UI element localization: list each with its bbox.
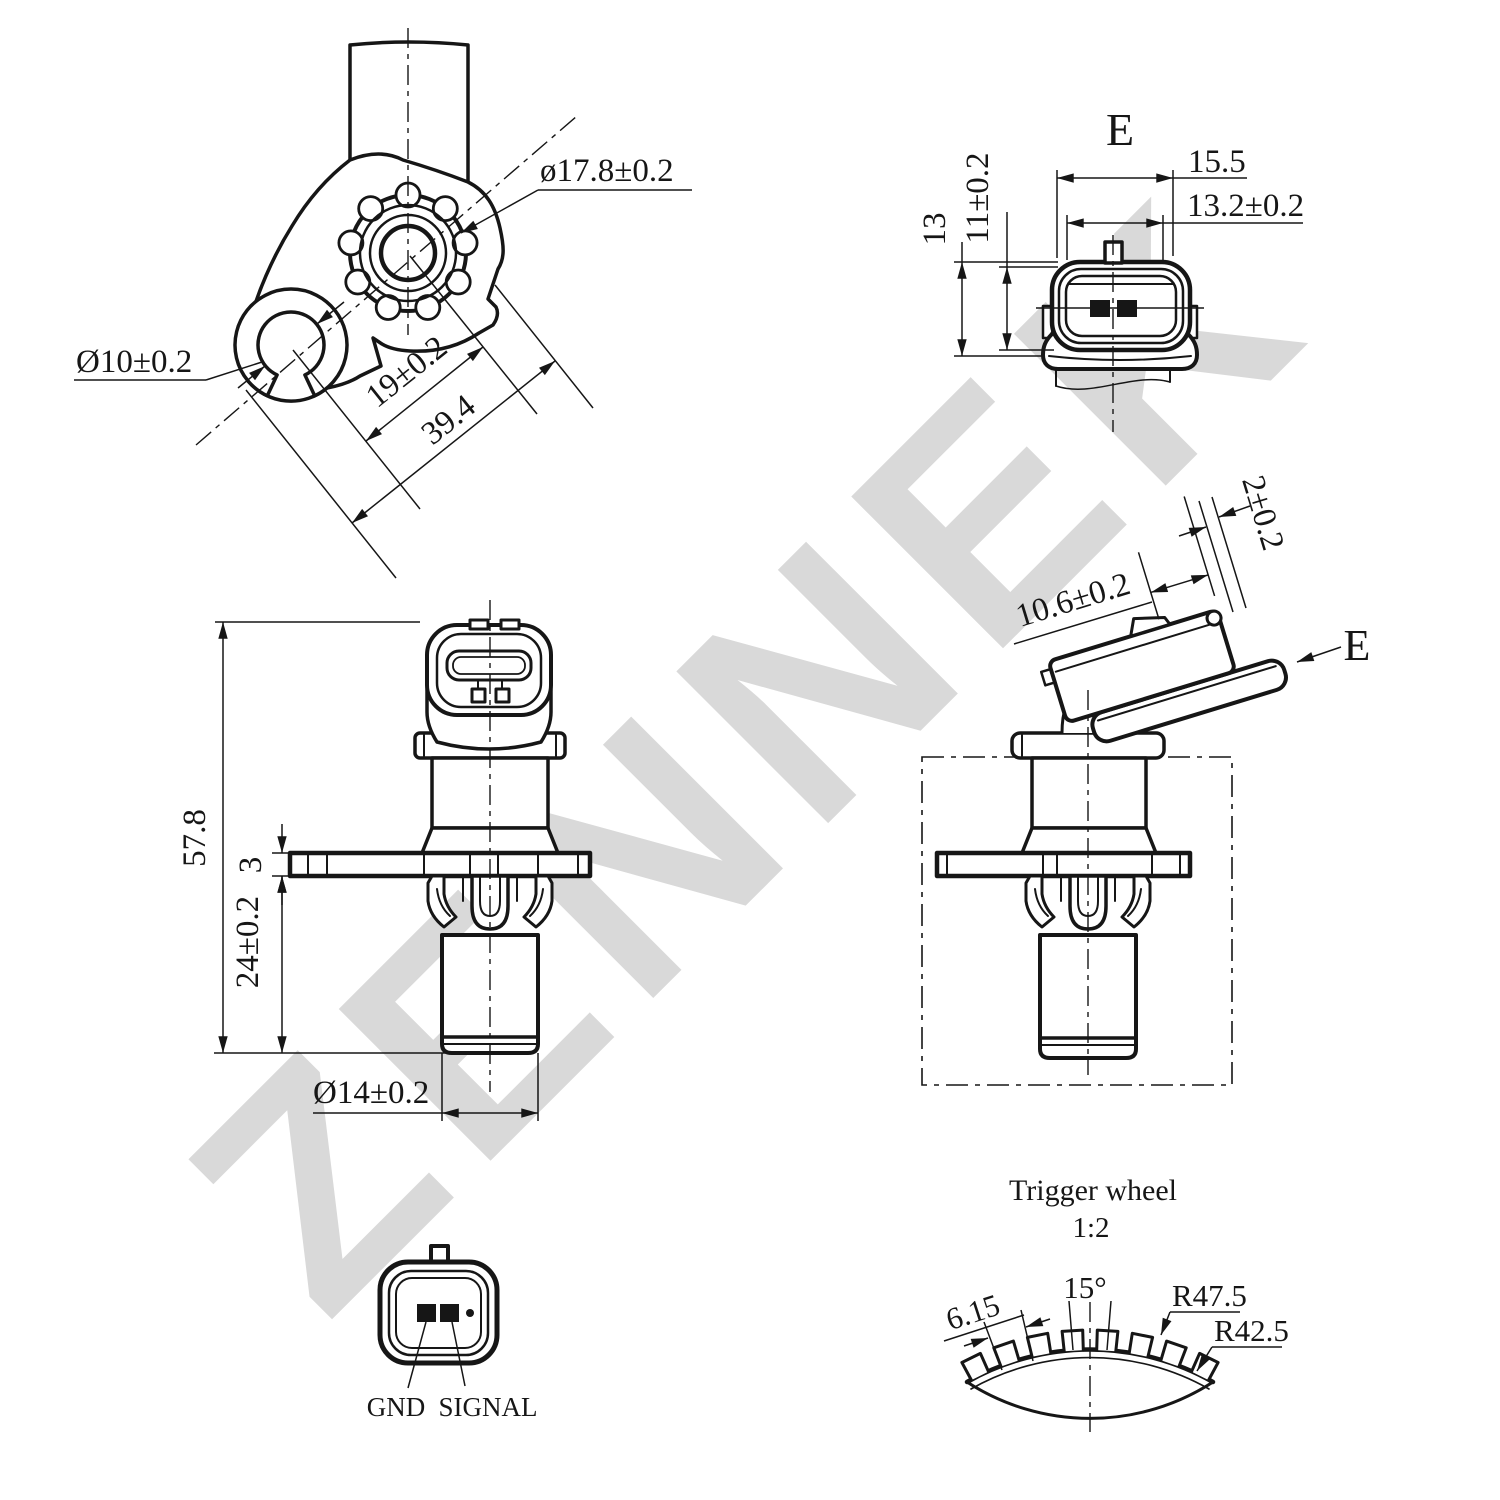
trigger-wheel-view: Trigger wheel 1:2 15° 6.15 R47.5 R42.5 [942, 1174, 1289, 1432]
sensor-tip [440, 933, 540, 1055]
dim-inner-height: 11±0.2 [960, 152, 996, 243]
dim-outer-radius: R47.5 [1172, 1278, 1247, 1313]
dim-tip-length: 24±0.2 [230, 896, 266, 988]
dim-hook-dia: Ø10±0.2 [76, 344, 192, 380]
keyway-slot [445, 649, 533, 682]
top-rib-2 [499, 618, 521, 631]
view-e-arrow [1296, 646, 1342, 663]
latch-wedge [1129, 615, 1172, 638]
label-gnd: GND [367, 1392, 426, 1422]
connector-end-dimensions [954, 170, 1303, 357]
dim-root-radius: R42.5 [1214, 1313, 1289, 1348]
bracket-segments [946, 854, 1181, 875]
view-label-e: E [1344, 621, 1371, 670]
front-view-dimensions [214, 621, 539, 1121]
dim-overall-height: 57.8 [177, 809, 213, 867]
bearing-scallop-ring [337, 181, 479, 321]
dim-overall-width: 39.4 [415, 388, 483, 452]
dim-inner-width: 13.2±0.2 [1187, 188, 1304, 224]
pin-leader-lines [407, 1321, 466, 1389]
flange-lip-line [1048, 355, 1192, 361]
diagonal-centerline [195, 115, 578, 446]
pin-gnd [417, 1304, 436, 1322]
body-collar [1020, 826, 1158, 855]
dim-pitch-angle: 15° [1063, 1270, 1106, 1305]
body-column [1030, 756, 1148, 830]
connector-end-view: E 15.5 13.2±0.2 13 11±0.2 [917, 104, 1304, 432]
pin-2 [494, 687, 511, 704]
label-signal: SIGNAL [439, 1392, 538, 1422]
dim-lip-offset: 2±0.2 [1234, 472, 1291, 555]
bracket-segments [307, 854, 579, 875]
connector-inner-wall [435, 632, 543, 709]
dim-outer-height: 13 [917, 213, 953, 246]
front-view: 57.8 3 24±0.2 Ø14±0.2 [177, 600, 593, 1121]
top-rib-1 [468, 618, 490, 631]
dim-outer-width: 15.5 [1188, 144, 1246, 180]
break-lines [1055, 368, 1171, 387]
view-label-e: E [1106, 104, 1134, 155]
neck-flange-caps [423, 734, 557, 757]
shell-inner-wall-1 [1057, 267, 1185, 345]
connector-length-dimension [1137, 496, 1216, 620]
mounting-bracket [934, 850, 1193, 879]
detail-scale: 1:2 [1072, 1212, 1109, 1244]
end-knob [1205, 609, 1223, 627]
lip-offset-dimension [1178, 496, 1251, 613]
detail-title: Trigger wheel [1009, 1174, 1177, 1207]
face-inner-wall-2 [395, 1277, 482, 1349]
keyway-slot-inner [452, 656, 526, 675]
pin-1 [470, 687, 487, 704]
pinout-view: GND SIGNAL [367, 1244, 538, 1422]
shell-inner-wall-2 [1064, 274, 1178, 338]
connector-length-underline [1013, 601, 1153, 645]
trigger-wheel-dimensions [943, 1300, 1282, 1372]
dim-tooth-width: 6.15 [942, 1287, 1004, 1337]
top-view-dimensions [74, 189, 692, 579]
index-dot [466, 1309, 474, 1317]
top-view: ø17.8±0.2 Ø10±0.2 19±0.2 39.4 [74, 28, 692, 579]
dim-ring-dia: ø17.8±0.2 [540, 153, 674, 189]
top-view-stem-tube [348, 40, 470, 186]
tilted-connector [1039, 496, 1288, 744]
dim-connector-length: 10.6±0.2 [1012, 566, 1135, 635]
lip-inner-line [1096, 665, 1277, 722]
face-inner-wall-1 [387, 1269, 490, 1357]
side-view: 10.6±0.2 2±0.2 E [921, 472, 1371, 1086]
connector-face [377, 1259, 500, 1366]
left-step [1039, 667, 1057, 687]
housing-inner-line [1054, 621, 1218, 673]
pin-signal [440, 1304, 459, 1322]
dim-flange-thickness: 3 [233, 857, 269, 874]
dim-tip-dia: Ø14±0.2 [313, 1075, 429, 1111]
mounting-bracket [287, 850, 593, 879]
